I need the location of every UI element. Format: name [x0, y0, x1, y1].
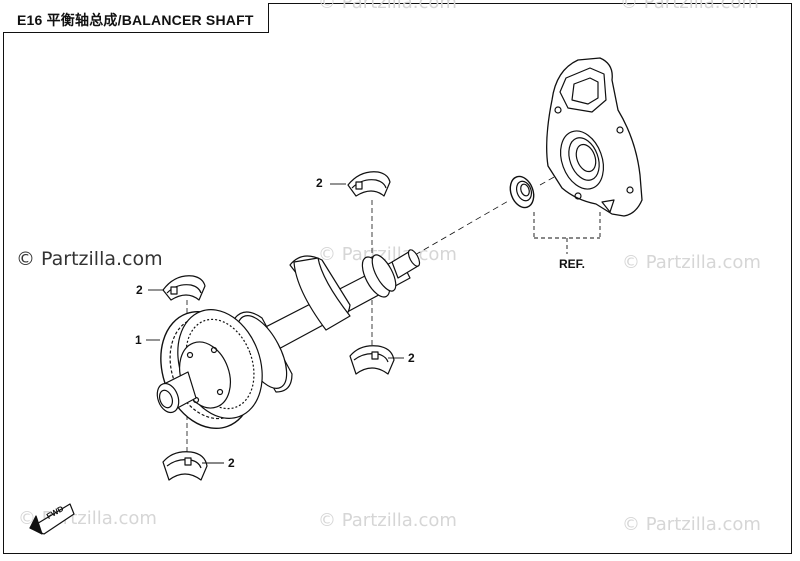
balancer-shaft	[234, 249, 421, 393]
bearing-shell-left	[162, 275, 206, 301]
bearing-shell-mid	[349, 345, 395, 375]
ref-bracket	[533, 212, 601, 254]
watermark-bottom-right: © Partzilla.com	[622, 514, 761, 535]
title-tab: E16 平衡轴总成/BALANCER SHAFT	[3, 3, 269, 33]
watermark-top-right: © Partzilla.com	[620, 0, 759, 13]
callout-ref: REF.	[559, 257, 586, 271]
callout-part-2-upper: 2	[316, 176, 323, 190]
watermark-top-center: © Partzilla.com	[318, 0, 457, 13]
watermark-left: © Partzilla.com	[16, 248, 163, 270]
watermark-bottom-center: © Partzilla.com	[318, 510, 457, 531]
diagram-frame	[3, 3, 792, 554]
balancer-gear	[156, 309, 263, 430]
reference-housing	[546, 57, 643, 217]
bearing-shell-upper	[347, 171, 391, 197]
fwd-arrow-icon	[29, 503, 75, 535]
callout-part-2-left: 2	[136, 283, 143, 297]
bearing-shell-lower	[162, 451, 208, 481]
diagram-title: E16 平衡轴总成/BALANCER SHAFT	[17, 12, 254, 28]
watermark-center: © Partzilla.com	[318, 244, 457, 265]
callout-part-1: 1	[135, 333, 142, 347]
watermark-right: © Partzilla.com	[622, 252, 761, 273]
oil-seal	[509, 175, 535, 209]
callout-part-2-lower: 2	[228, 456, 235, 470]
callout-part-2-mid: 2	[408, 351, 415, 365]
